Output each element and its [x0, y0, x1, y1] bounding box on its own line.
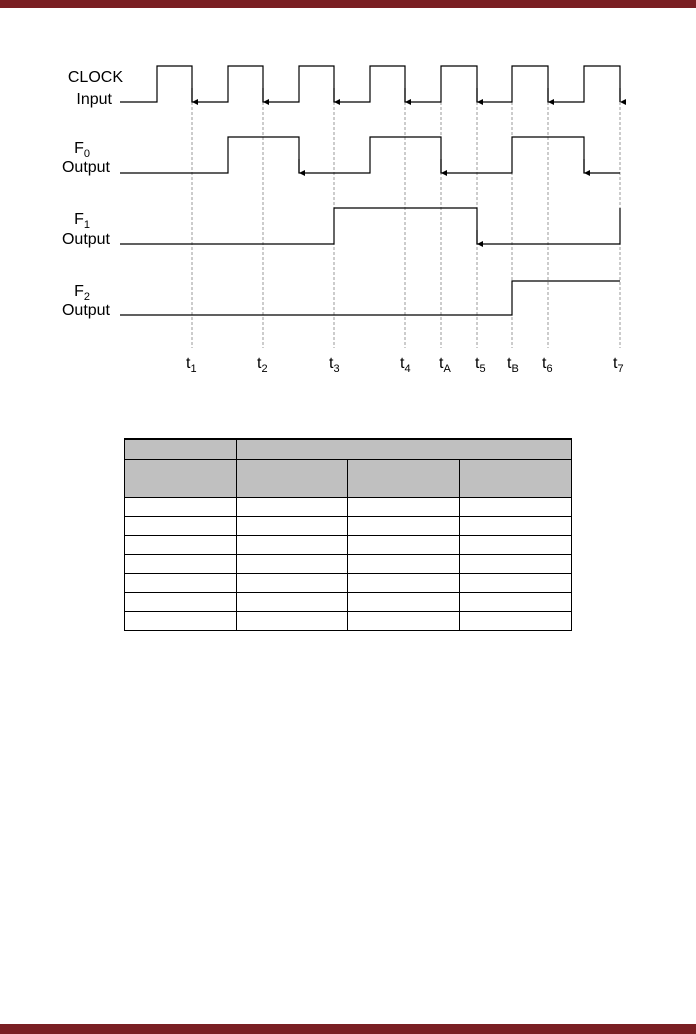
f2-waveform [120, 280, 620, 316]
table-cell [458, 497, 573, 517]
time-marker: t1 [186, 355, 197, 375]
timing-diagram: CLOCK Input F0 Output F1 Output F2 Outpu… [62, 65, 626, 375]
time-marker: t6 [542, 355, 553, 375]
time-marker: tB [507, 355, 519, 375]
table-cell [124, 611, 237, 631]
table-cell [124, 497, 237, 517]
signal-labels: CLOCK Input F0 Output F1 Output F2 Outpu… [62, 69, 123, 319]
table-header-cell [347, 459, 460, 498]
table-cell [347, 592, 460, 612]
time-marker-labels: t1 t2 t3 t4 tA t5 tB t6 t7 [186, 355, 624, 375]
table-cell [124, 535, 237, 555]
f0-label-sub: Output [62, 159, 111, 176]
table-cell [236, 516, 348, 536]
time-guide-lines [191, 102, 621, 348]
f2-label: F2 [74, 283, 90, 303]
top-border-bar [0, 0, 696, 8]
table-row [124, 535, 573, 555]
f2-label-sub: Output [62, 302, 111, 319]
f0-waveform [120, 136, 620, 174]
clock-label-sub: Input [76, 91, 112, 108]
time-marker: t2 [257, 355, 268, 375]
table-header-cell [235, 438, 573, 460]
table-row [124, 516, 573, 536]
table-cell [458, 611, 573, 631]
table-header-cell [236, 459, 348, 498]
time-marker: tA [439, 355, 451, 375]
table-cell [236, 592, 348, 612]
table-cell [347, 611, 460, 631]
table-cell [236, 554, 348, 574]
table-header-cell [124, 438, 237, 460]
table-cell [458, 535, 573, 555]
table-header-row [124, 438, 573, 460]
table-cell [458, 516, 573, 536]
table-cell [347, 535, 460, 555]
table-row [124, 611, 573, 631]
table-cell [236, 611, 348, 631]
edge-arrows [191, 88, 626, 247]
table-cell [347, 497, 460, 517]
table-header-row [124, 459, 573, 498]
table-cell [458, 554, 573, 574]
table-cell [458, 573, 573, 593]
table-row [124, 554, 573, 574]
time-marker: t7 [613, 355, 624, 375]
table-row [124, 573, 573, 593]
time-marker: t3 [329, 355, 340, 375]
f1-waveform [120, 207, 621, 245]
table-cell [124, 516, 237, 536]
table-cell [124, 573, 237, 593]
f1-label-sub: Output [62, 231, 111, 248]
table-cell [458, 592, 573, 612]
table-row [124, 592, 573, 612]
table-header-cell [124, 459, 237, 498]
time-marker: t4 [400, 355, 411, 375]
table-cell [236, 535, 348, 555]
clock-waveform [120, 65, 621, 103]
table-cell [236, 497, 348, 517]
f0-label: F0 [74, 140, 90, 160]
table-cell [124, 592, 237, 612]
f1-label: F1 [74, 211, 90, 231]
table-cell [124, 554, 237, 574]
bottom-border-bar [0, 1024, 696, 1034]
table-cell [347, 554, 460, 574]
time-marker: t5 [475, 355, 486, 375]
table-cell [347, 573, 460, 593]
table-row [124, 497, 573, 517]
table-cell [236, 573, 348, 593]
table-header-cell [458, 459, 573, 498]
clock-label: CLOCK [68, 69, 123, 86]
count-table [124, 438, 573, 631]
table-cell [347, 516, 460, 536]
